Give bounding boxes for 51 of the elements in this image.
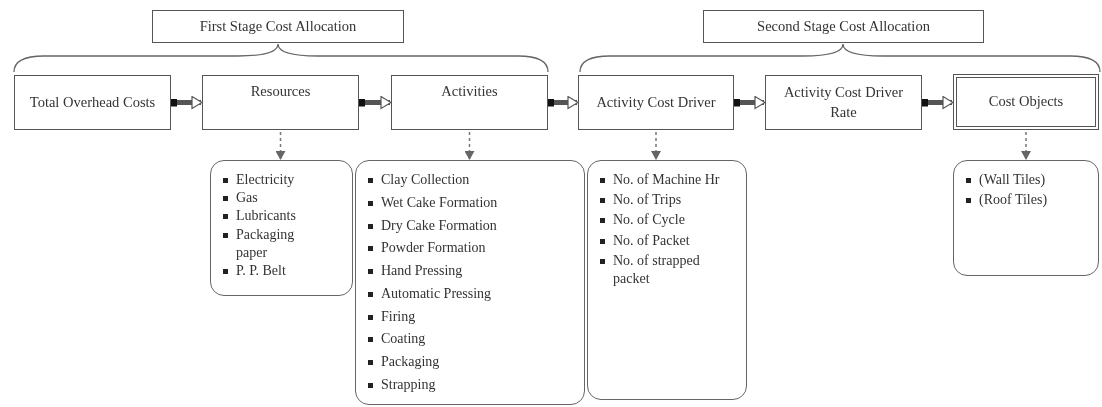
bullet-list-box <box>953 160 1099 276</box>
list-item: P. P. Belt <box>236 261 286 280</box>
box-label: Activity Cost Driver Rate <box>782 82 905 122</box>
list-item: Automatic Pressing <box>381 284 492 303</box>
process-box <box>765 75 922 130</box>
arrow <box>651 131 661 160</box>
list-item: Packaging <box>381 353 440 372</box>
box-label: Resources <box>250 82 311 101</box>
list-item: No. of strapped packet <box>613 251 701 288</box>
bullet-list-box <box>587 160 747 400</box>
box-label: Second Stage Cost Allocation <box>757 16 930 36</box>
list-item: Lubricants <box>236 207 296 226</box>
list-item: (Wall Tiles) <box>979 171 1046 189</box>
list-item: Dry Cake Formation <box>381 216 497 235</box>
arrow <box>548 95 579 110</box>
list-item: Powder Formation <box>381 239 486 258</box>
list-item: No. of Packet <box>613 231 690 250</box>
process-box <box>14 75 171 130</box>
list-item: Clay Collection <box>381 171 470 189</box>
arrow <box>922 95 954 110</box>
list-item: Hand Pressing <box>381 262 463 281</box>
list-item: Packaging paper <box>236 225 296 262</box>
box-label: Activities <box>441 82 498 101</box>
arrow <box>359 95 392 110</box>
stage-label-box <box>152 10 404 43</box>
list-item: Firing <box>381 307 416 326</box>
list-item: Strapping <box>381 376 436 395</box>
arrow <box>275 131 286 160</box>
stage-label-box <box>703 10 984 43</box>
process-box <box>578 75 734 130</box>
process-box <box>202 75 359 130</box>
bullet-list-box <box>210 160 353 296</box>
box-label: Activity Cost Driver <box>596 92 716 112</box>
arrow <box>171 95 203 110</box>
list-item: Coating <box>381 330 426 349</box>
list-item: No. of Cycle <box>613 211 685 230</box>
process-box <box>391 75 548 130</box>
list-item: Gas <box>236 189 258 208</box>
process-box <box>953 74 1099 130</box>
list-item: Electricity <box>236 171 295 189</box>
list-item: (Roof Tiles) <box>979 191 1048 210</box>
arrow <box>734 95 766 110</box>
box-label: First Stage Cost Allocation <box>199 16 357 36</box>
bullet-list-box <box>355 160 585 405</box>
box-label: Total Overhead Costs <box>29 92 156 112</box>
arrow <box>1021 131 1031 160</box>
box-label: Cost Objects <box>988 92 1064 112</box>
list-item: No. of Trips <box>613 191 682 210</box>
list-item: No. of Machine Hr <box>613 171 720 189</box>
arrow <box>464 131 475 160</box>
list-item: Wet Cake Formation <box>381 193 498 212</box>
